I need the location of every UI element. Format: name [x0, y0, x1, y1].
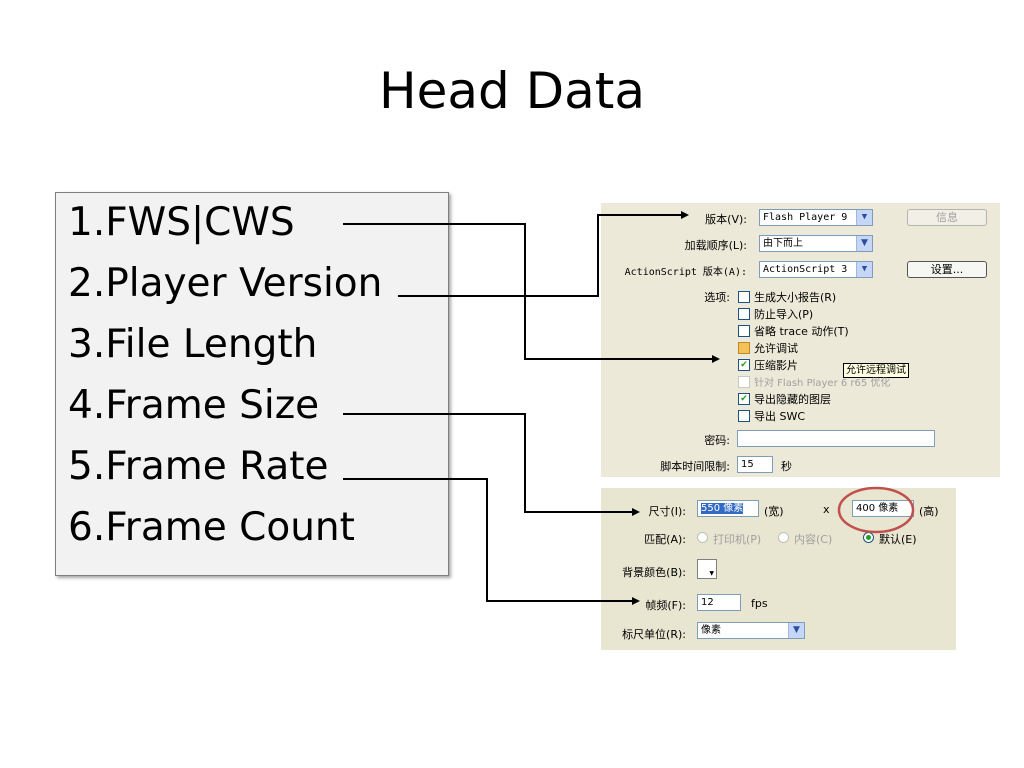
- version-select[interactable]: Flash Player 9 ▼: [759, 209, 873, 226]
- slide-title: Head Data: [378, 62, 645, 120]
- option-export-hidden-layers: 导出隐藏的图层: [754, 393, 831, 406]
- actionscript-label: ActionScript 版本(A):: [624, 267, 747, 278]
- checkbox-size-report[interactable]: [738, 291, 750, 303]
- width-unit: (宽): [764, 505, 784, 518]
- seconds-label: 秒: [781, 460, 792, 473]
- options-label: 选项:: [704, 291, 730, 304]
- swatch-arrow-icon: ▼: [709, 570, 714, 577]
- fps-field[interactable]: 12: [697, 594, 741, 611]
- ruler-select[interactable]: 像素 ▼: [697, 622, 805, 639]
- radio-contents[interactable]: [778, 532, 789, 543]
- radio-printer[interactable]: [697, 532, 708, 543]
- script-limit-label: 脚本时间限制:: [660, 460, 730, 473]
- checkbox-protect-import[interactable]: [738, 308, 750, 320]
- chevron-down-icon: ▼: [856, 262, 872, 277]
- field-list: 1.FWS|CWS 2.Player Version 3.File Length…: [55, 192, 449, 576]
- match-default: 默认(E): [879, 533, 917, 546]
- chevron-down-icon: ▼: [856, 210, 872, 225]
- option-omit-trace: 省略 trace 动作(T): [754, 325, 849, 338]
- size-label: 尺寸(I):: [648, 505, 686, 518]
- chevron-down-icon: ▼: [788, 623, 804, 638]
- load-order-value: 由下而上: [763, 238, 803, 249]
- arrow-version-to-player: [398, 211, 689, 297]
- width-field[interactable]: 550 像素: [697, 500, 759, 517]
- arrow-fws-to-compress: [343, 223, 720, 363]
- option-permit-debug: 允许调试: [754, 342, 798, 355]
- checkbox-omit-trace[interactable]: [738, 325, 750, 337]
- fps-label: 帧频(F):: [645, 599, 686, 612]
- option-export-swc: 导出 SWC: [754, 410, 806, 423]
- tooltip: 允许远程调试: [843, 363, 909, 378]
- option-protect-import: 防止导入(P): [754, 308, 814, 321]
- option-size-report: 生成大小报告(R): [754, 291, 837, 304]
- script-limit-field[interactable]: 15: [737, 456, 773, 473]
- checkbox-permit-debug[interactable]: [738, 342, 750, 354]
- match-printer: 打印机(P): [713, 533, 762, 546]
- ruler-label: 标尺单位(R):: [622, 628, 686, 641]
- match-label: 匹配(A):: [644, 533, 686, 546]
- password-field[interactable]: [737, 430, 935, 447]
- option-compress-movie: 压缩影片: [754, 359, 798, 372]
- bg-color-label: 背景颜色(B):: [622, 566, 686, 579]
- publish-settings-panel: 版本(V): Flash Player 9 ▼ 信息 加载顺序(L): 由下而上…: [601, 203, 1000, 477]
- item-frame-count: 6.Frame Count: [68, 505, 355, 550]
- password-label: 密码:: [704, 434, 730, 447]
- fps-unit: fps: [751, 597, 768, 610]
- option-optimize-fp6: 针对 Flash Player 6 r65 优化: [754, 378, 891, 389]
- checkbox-export-swc[interactable]: [738, 410, 750, 422]
- height-highlight-circle: [837, 486, 915, 534]
- chevron-down-icon: ▼: [856, 236, 872, 251]
- info-button[interactable]: 信息: [907, 209, 987, 226]
- width-value: 550 像素: [701, 503, 744, 514]
- checkbox-optimize-fp6: [738, 376, 750, 388]
- arrow-rate-to-fps: [343, 478, 640, 605]
- settings-button[interactable]: 设置...: [907, 261, 987, 278]
- version-value: Flash Player 9: [763, 212, 848, 223]
- actionscript-select[interactable]: ActionScript 3 ▼: [759, 261, 873, 278]
- item-frame-size: 4.Frame Size: [68, 383, 320, 428]
- actionscript-value: ActionScript 3: [763, 264, 848, 275]
- checkbox-export-hidden-layers[interactable]: ✔: [738, 393, 750, 405]
- ruler-value: 像素: [701, 625, 721, 636]
- match-contents: 内容(C): [794, 533, 833, 546]
- item-file-length: 3.File Length: [68, 322, 318, 367]
- arrow-size-to-dimensions: [343, 413, 640, 516]
- item-fws-cws: 1.FWS|CWS: [68, 200, 295, 245]
- load-order-select[interactable]: 由下而上 ▼: [759, 235, 873, 252]
- checkbox-compress-movie[interactable]: ✔: [738, 359, 750, 371]
- document-properties-panel: 尺寸(I): 550 像素 (宽) x 400 像素 (高) 匹配(A): 打印…: [601, 488, 956, 650]
- load-order-label: 加载顺序(L):: [684, 239, 747, 252]
- bg-color-swatch[interactable]: ▼: [697, 559, 717, 579]
- item-player-version: 2.Player Version: [68, 261, 383, 306]
- height-unit: (高): [919, 505, 939, 518]
- version-label: 版本(V):: [705, 213, 747, 226]
- times-sign: x: [823, 503, 830, 516]
- item-frame-rate: 5.Frame Rate: [68, 444, 329, 489]
